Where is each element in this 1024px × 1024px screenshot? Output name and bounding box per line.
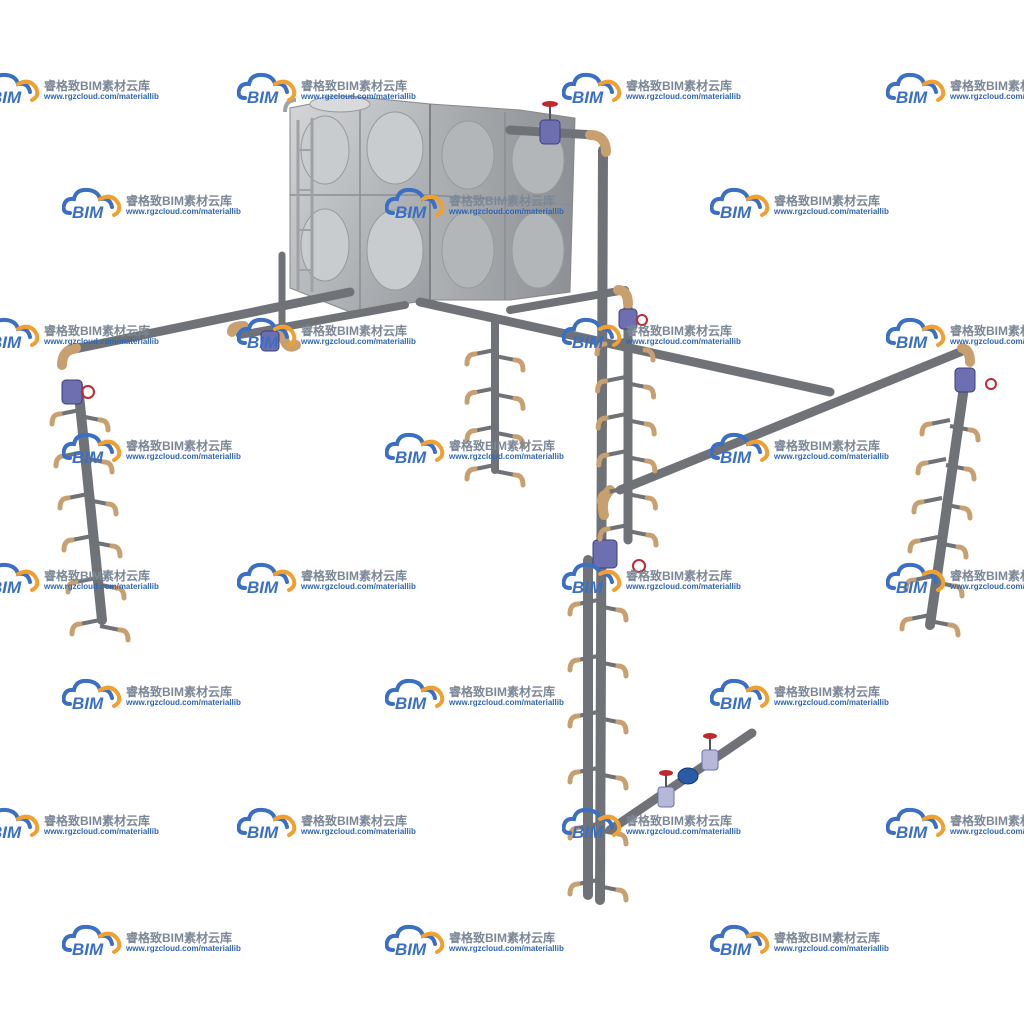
check-valve-icon bbox=[677, 767, 699, 785]
faucet-icon bbox=[597, 772, 629, 791]
faucet-icon bbox=[907, 535, 939, 554]
faucet-icon bbox=[99, 624, 131, 643]
faucet-icon bbox=[624, 344, 656, 363]
faucet-icon bbox=[567, 710, 599, 729]
faucet-icon bbox=[945, 463, 977, 482]
faucet-icon bbox=[597, 604, 629, 623]
faucet-icon bbox=[625, 418, 657, 437]
faucet-icon bbox=[49, 408, 81, 427]
faucet-icon bbox=[494, 469, 526, 488]
faucet-icon bbox=[596, 486, 628, 505]
faucet-icon bbox=[597, 716, 629, 735]
faucet-icon bbox=[464, 424, 496, 444]
faucet-icon bbox=[464, 386, 496, 405]
faucet-icon bbox=[464, 463, 496, 482]
faucet-icon bbox=[596, 449, 628, 468]
faucet-icon bbox=[949, 424, 981, 443]
water-tank-icon bbox=[283, 95, 576, 313]
faucet-icon bbox=[87, 498, 119, 517]
faucet-icon bbox=[95, 582, 127, 601]
faucet-icon bbox=[929, 619, 961, 638]
faucet-icon bbox=[494, 392, 526, 411]
faucet-icon bbox=[61, 534, 93, 553]
faucet-icon bbox=[494, 430, 526, 450]
faucet-icon bbox=[919, 418, 951, 437]
faucet-icon bbox=[937, 541, 969, 560]
faucet-icon bbox=[597, 884, 629, 903]
faucet-icon bbox=[53, 450, 85, 469]
faucet-icon bbox=[626, 455, 658, 474]
faucet-icon bbox=[57, 492, 89, 511]
faucet-icon bbox=[494, 354, 526, 373]
faucet-icon bbox=[91, 540, 123, 559]
faucet-icon bbox=[903, 574, 935, 593]
faucet-icon bbox=[941, 502, 973, 521]
faucet-icon bbox=[899, 613, 931, 632]
faucet-icon bbox=[567, 598, 599, 617]
faucet-icon bbox=[597, 523, 629, 542]
faucet-icon bbox=[69, 618, 101, 637]
faucet-icon bbox=[627, 492, 658, 511]
faucet-icon bbox=[595, 375, 626, 394]
faucet-icon bbox=[625, 381, 657, 400]
faucet-icon bbox=[595, 412, 627, 431]
faucet-icon bbox=[79, 414, 111, 433]
faucet-icon bbox=[65, 576, 97, 595]
faucet-icon bbox=[567, 654, 599, 673]
faucet-icon bbox=[464, 348, 496, 367]
faucet-icon bbox=[911, 496, 943, 515]
faucet-icon bbox=[627, 529, 659, 548]
faucet-icon bbox=[915, 457, 947, 476]
faucet-icon bbox=[567, 766, 599, 785]
faucet-group bbox=[49, 338, 981, 903]
faucet-icon bbox=[567, 878, 599, 897]
faucet-icon bbox=[597, 660, 629, 679]
